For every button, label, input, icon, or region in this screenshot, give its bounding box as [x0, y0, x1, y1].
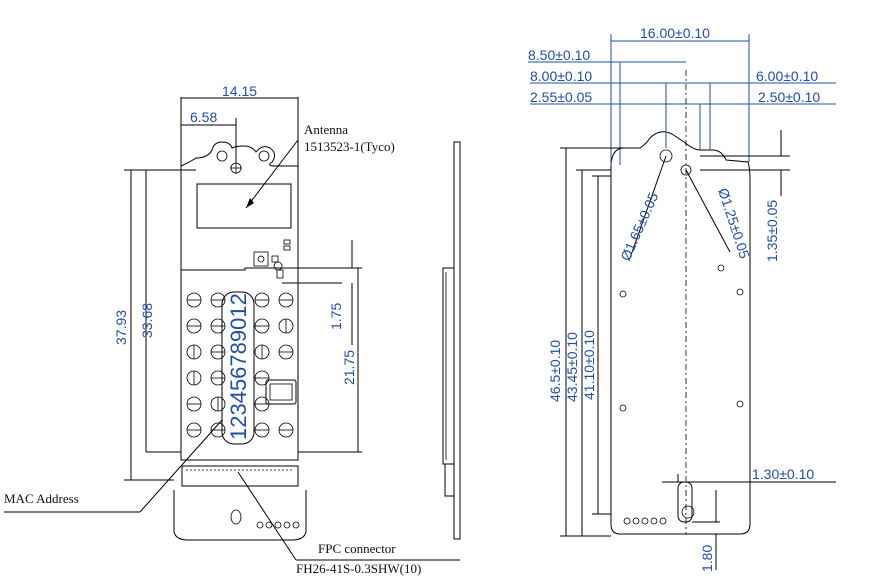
- dim-slot-width: 1.30±0.10: [752, 466, 814, 482]
- dim-shield-height: 21.75: [341, 350, 357, 385]
- dim-shield-top-offset: 1.75: [328, 303, 344, 330]
- fpc-connector-label: FPC connector: [318, 541, 396, 556]
- antenna-part: 1513523-1(Tyco): [304, 139, 395, 154]
- dim-width-front: 14.15: [222, 83, 257, 99]
- dim-slot-depth: 1.80: [699, 545, 715, 572]
- fpc-part: FH26-41S-0.3SHW(10): [296, 561, 421, 576]
- mac-address-label: MAC Address: [4, 491, 79, 506]
- dim-hole-dia-2: Ø1.25±0.05: [715, 186, 753, 261]
- dim-width-back: 16.00±0.10: [640, 25, 710, 41]
- antenna-label: Antenna: [304, 122, 348, 137]
- back-view: 16.00±0.10 8.50±0.10 8.00±0.10 2.55±0.05…: [528, 25, 836, 572]
- dim-right-1: 6.00±0.10: [756, 68, 818, 84]
- dim-height-inner: 33.68: [139, 303, 155, 338]
- dim-left-3: 2.55±0.05: [530, 89, 592, 105]
- antenna-element: [197, 184, 291, 228]
- front-view: 123456789012 14.15 6.58 37.93 33.68 1.75…: [4, 83, 460, 576]
- mac-sample: 123456789012: [226, 293, 251, 440]
- dim-height-total: 37.93: [113, 310, 129, 345]
- dim-right-2: 2.50±0.10: [758, 89, 820, 105]
- dim-height-3: 41.10±0.10: [581, 330, 597, 400]
- dim-antenna-offset: 6.58: [190, 109, 217, 125]
- dim-height-1: 46.5±0.10: [547, 340, 563, 402]
- dim-left-1: 8.50±0.10: [528, 47, 590, 63]
- dim-hole-offset: 1.35±0.05: [764, 200, 780, 262]
- dim-height-2: 43.45±0.10: [564, 332, 580, 402]
- dim-hole-dia-1: Ø1.65±0.05: [617, 190, 661, 263]
- side-view: [443, 142, 460, 539]
- fpc-connector: [182, 466, 298, 486]
- dim-left-2: 8.00±0.10: [530, 68, 592, 84]
